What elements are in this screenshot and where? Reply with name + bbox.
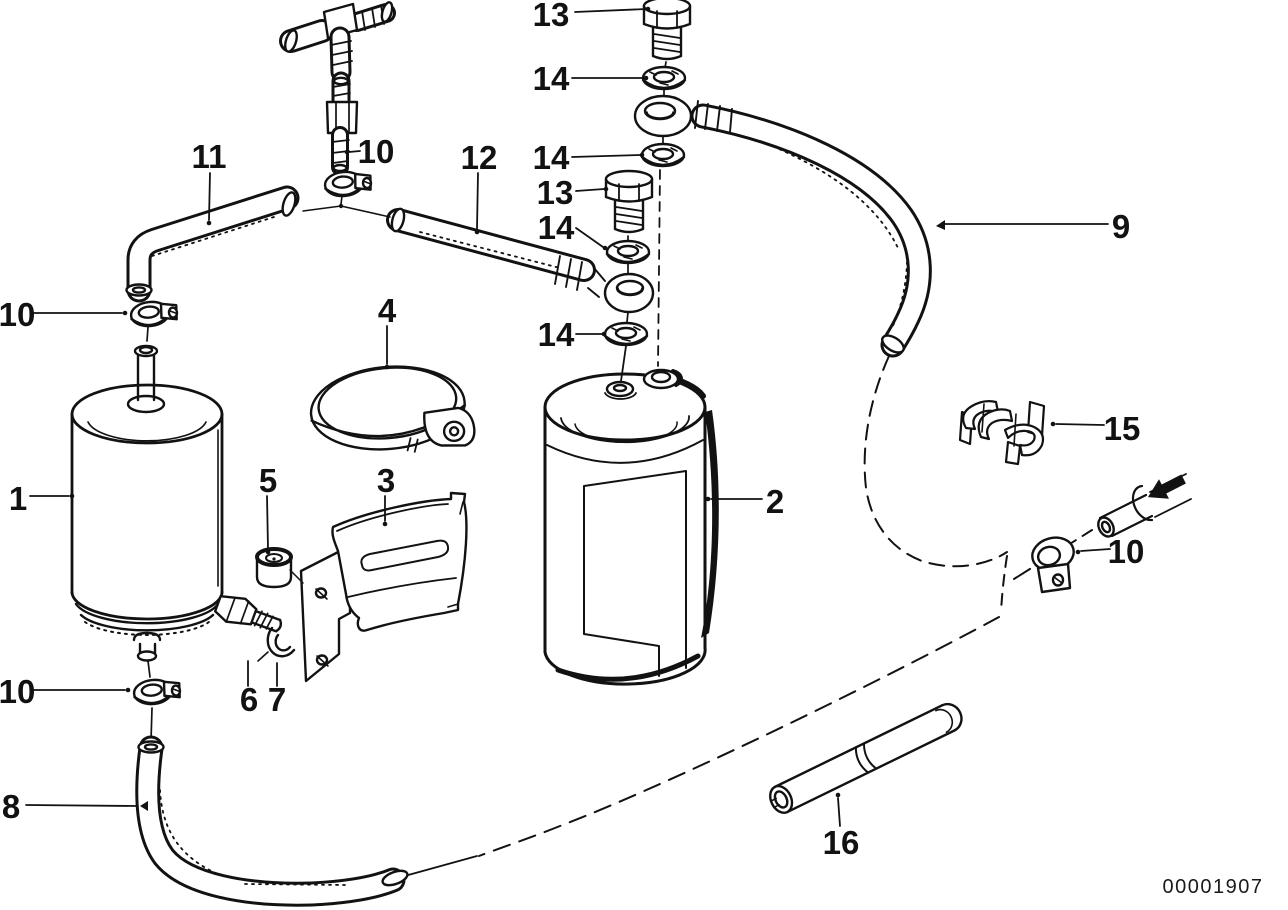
callout-10a: 10 <box>358 133 395 170</box>
filter-bottom-nipple <box>132 631 162 662</box>
callout-9: 9 <box>1112 208 1130 245</box>
callout-2: 2 <box>766 483 784 520</box>
lock-washer <box>257 626 296 662</box>
line-clip <box>958 400 1046 466</box>
mounting-bracket <box>299 491 468 683</box>
filter-top-nipple <box>126 344 166 414</box>
hex-bolt <box>213 595 283 633</box>
hose-clamp-filter-bottom <box>131 676 183 708</box>
fuel-filter <box>70 344 224 662</box>
hose-12 <box>386 207 606 298</box>
callout-14c: 14 <box>538 209 575 246</box>
accumulator-label-seams <box>583 470 687 677</box>
callout-10b: 10 <box>0 296 35 333</box>
direction-arrow <box>1147 474 1186 499</box>
callout-14b: 14 <box>533 139 570 176</box>
banjo-stack-hose12 <box>603 169 655 347</box>
accumulator-ports <box>604 345 683 400</box>
banjo-stack-hose9 <box>633 0 693 168</box>
hose-12-ferrule <box>554 255 606 298</box>
hose-union-fitting <box>325 71 359 176</box>
callout-8: 8 <box>2 788 20 825</box>
callout-12: 12 <box>461 139 498 176</box>
hose-9-ferrule <box>694 100 733 133</box>
callout-13b: 13 <box>537 174 574 211</box>
hose-clamp-right <box>1031 536 1075 594</box>
hose-9 <box>690 100 932 358</box>
hose-clamp-top <box>322 168 374 199</box>
callout-7: 7 <box>268 681 286 718</box>
band-clamp <box>309 365 476 453</box>
hose-11 <box>125 185 300 303</box>
callout-5: 5 <box>259 462 277 499</box>
callout-16: 16 <box>823 824 860 861</box>
fuel-line-routing-dashes <box>400 169 1093 878</box>
hose-clamp-filter-top <box>128 298 180 330</box>
callout-14a: 14 <box>533 60 570 97</box>
callout-15: 15 <box>1104 410 1141 447</box>
callout-1: 1 <box>9 480 27 517</box>
callout-11: 11 <box>192 138 227 175</box>
callout-14d: 14 <box>538 316 575 353</box>
callout-4: 4 <box>378 292 397 329</box>
callout-labels: 13 14 14 13 14 14 10 11 12 9 10 4 1 2 5 … <box>0 0 1264 898</box>
leader-lines <box>25 6 1111 827</box>
rubber-grommet <box>255 547 304 589</box>
callout-6: 6 <box>240 681 258 718</box>
callout-10d: 10 <box>0 673 35 710</box>
callout-10c: 10 <box>1108 533 1145 570</box>
callout-13a: 13 <box>533 0 570 33</box>
drawing-number: 00001907 <box>1163 876 1264 898</box>
fuel-pipe-inset <box>1097 473 1192 538</box>
protective-sleeve <box>769 702 963 814</box>
hose-8 <box>135 735 409 907</box>
pressure-accumulator <box>543 345 719 686</box>
t-fitting-assembly <box>279 1 396 218</box>
callout-3: 3 <box>377 462 395 499</box>
